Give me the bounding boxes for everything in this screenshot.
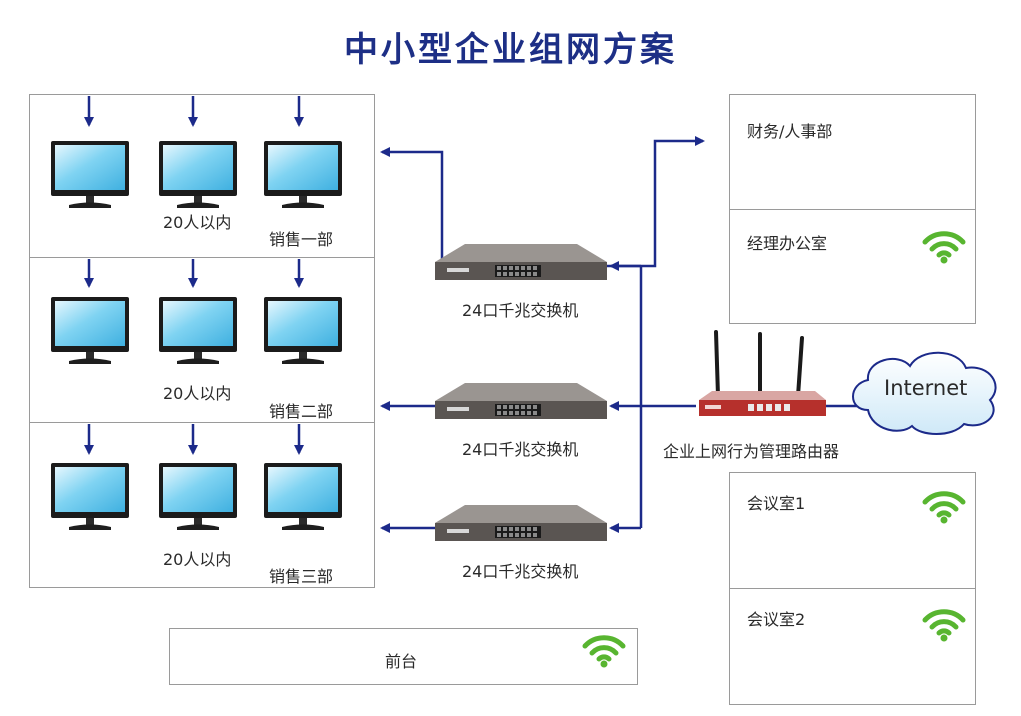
wifi-icon-manager bbox=[925, 234, 963, 264]
switch-icon-2 bbox=[435, 383, 607, 419]
finance-hr-label: 财务/人事部 bbox=[747, 122, 833, 141]
front-desk-box bbox=[169, 628, 638, 685]
monitor-icons bbox=[51, 141, 342, 530]
dept-1-name-label: 销售一部 bbox=[269, 230, 334, 249]
meeting-room-1-box bbox=[729, 472, 976, 589]
dept-2-name-label: 销售二部 bbox=[269, 402, 334, 421]
dept-2-capacity-label: 20人以内 bbox=[163, 384, 232, 403]
meeting-room-2-box bbox=[729, 588, 976, 705]
internet-label: Internet bbox=[884, 376, 968, 400]
connection-lines bbox=[380, 136, 868, 533]
page-title: 中小型企业组网方案 bbox=[344, 30, 677, 70]
manager-office-label: 经理办公室 bbox=[747, 234, 828, 253]
router-icon bbox=[699, 330, 826, 416]
dept-3-name-label: 销售三部 bbox=[269, 567, 334, 586]
internet-cloud-icon bbox=[852, 351, 997, 435]
manager-office-box bbox=[729, 209, 976, 324]
meeting-room-2-label: 会议室2 bbox=[747, 610, 806, 629]
front-desk-label: 前台 bbox=[385, 652, 418, 671]
switch-icon-3 bbox=[435, 505, 607, 541]
wifi-icon-meeting-2 bbox=[925, 612, 963, 642]
finance-hr-box bbox=[729, 94, 976, 210]
switch-icon-1 bbox=[435, 244, 607, 280]
router-label: 企业上网行为管理路由器 bbox=[663, 442, 840, 461]
switch-3-label: 24口千兆交换机 bbox=[462, 562, 579, 581]
meeting-room-1-label: 会议室1 bbox=[747, 494, 806, 513]
monitor-down-arrows bbox=[84, 96, 304, 455]
dept-3-capacity-label: 20人以内 bbox=[163, 550, 232, 569]
dept-1-capacity-label: 20人以内 bbox=[163, 213, 232, 232]
wifi-icon-meeting-1 bbox=[925, 494, 963, 524]
switch-2-label: 24口千兆交换机 bbox=[462, 440, 579, 459]
switch-1-label: 24口千兆交换机 bbox=[462, 301, 579, 320]
wifi-icon-front-desk bbox=[585, 638, 623, 668]
